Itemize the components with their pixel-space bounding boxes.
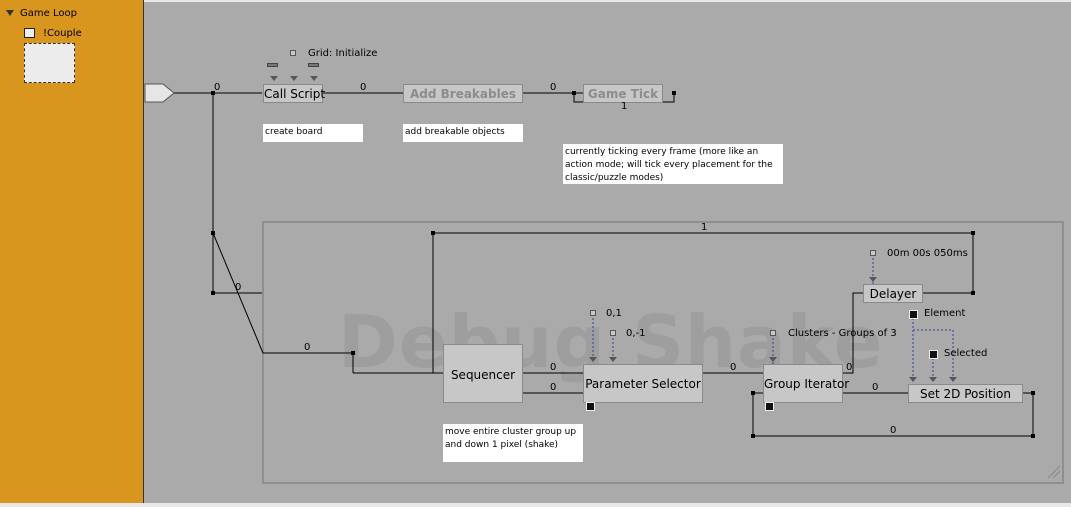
- comment-shake[interactable]: move entire cluster group up and down 1 …: [443, 424, 583, 462]
- block-label: Call Script: [264, 87, 326, 101]
- param-pin-delay[interactable]: [870, 250, 876, 256]
- link-label: 1: [701, 222, 708, 233]
- delayer-block[interactable]: Delayer: [863, 284, 923, 303]
- block-label: Game Tick: [587, 87, 659, 101]
- param-label-delay: 00m 00s 050ms: [887, 248, 968, 259]
- block-label: Add Breakables: [409, 87, 516, 101]
- set-2d-position-block[interactable]: Set 2D Position: [908, 384, 1023, 403]
- tree-item-couple[interactable]: !Couple: [24, 27, 82, 41]
- start-arrow-icon: [144, 83, 175, 103]
- param-pin-selected-icon[interactable]: [929, 350, 938, 359]
- top-border: [0, 0, 1071, 2]
- add-breakables-block[interactable]: Add Breakables: [403, 84, 523, 103]
- hierarchy-sidebar: Game Loop !Couple: [0, 0, 144, 504]
- param-arrow-icon: [290, 76, 298, 81]
- block-label: Set 2D Position: [920, 387, 1011, 401]
- param-pin-0-neg1[interactable]: [610, 330, 616, 336]
- param-label-clusters: Clusters - Groups of 3: [788, 328, 897, 339]
- input-param-pin[interactable]: [308, 63, 319, 67]
- tree-item-game-loop[interactable]: Game Loop: [6, 7, 77, 21]
- param-arrow-icon: [310, 76, 318, 81]
- wire-diag: [212, 232, 264, 354]
- tree-item-label: Game Loop: [20, 8, 77, 19]
- link-label: 0: [360, 82, 367, 93]
- resize-grip-icon: [1047, 465, 1061, 479]
- input-param-pin[interactable]: [267, 63, 278, 67]
- bottom-border: [0, 503, 1071, 507]
- comment-ticking[interactable]: currently ticking every frame (more like…: [563, 144, 783, 184]
- group-iterator-block[interactable]: Group Iterator: [763, 364, 850, 403]
- input-param-pin[interactable]: [290, 50, 296, 56]
- param-label-selected: Selected: [944, 348, 988, 359]
- link-label: 0: [235, 282, 242, 293]
- param-arrow-icon: [769, 357, 777, 362]
- parameter-selector-block[interactable]: Parameter Selector: [583, 364, 703, 403]
- output-param-icon[interactable]: [586, 402, 595, 411]
- link-label: 0: [846, 362, 853, 373]
- param-pin-element-icon[interactable]: [909, 310, 918, 319]
- block-label: Delayer: [869, 287, 917, 301]
- couple-icon: [24, 28, 35, 38]
- link-label: 0: [890, 425, 897, 436]
- param-arrow-icon: [589, 357, 597, 362]
- param-arrow-icon: [609, 357, 617, 362]
- param-arrow-icon: [869, 277, 877, 282]
- param-label-0-neg1: 0,-1: [626, 328, 646, 339]
- link-label: 0: [872, 382, 879, 393]
- couple-thumbnail[interactable]: [24, 43, 75, 83]
- param-arrow-icon: [270, 76, 278, 81]
- param-label-0-1: 0,1: [606, 308, 622, 319]
- param-pin-0-1[interactable]: [590, 310, 596, 316]
- comment-add-breakables[interactable]: add breakable objects: [403, 124, 523, 142]
- param-label-element: Element: [924, 308, 966, 319]
- link-label: 0: [550, 362, 557, 373]
- param-arrow-icon: [949, 377, 957, 382]
- comment-create-board[interactable]: create board: [263, 124, 363, 142]
- output-param-icon[interactable]: [765, 402, 774, 411]
- link-label: 0: [214, 82, 221, 93]
- wire-gi-delay: [843, 292, 863, 374]
- param-grid-label: Grid: Initialize: [308, 48, 378, 59]
- expand-arrow-icon[interactable]: [6, 10, 14, 16]
- param-arrow-icon: [929, 377, 937, 382]
- group-frame: [262, 221, 1064, 484]
- resize-grip-icon: [1052, 470, 1061, 479]
- game-tick-block[interactable]: Game Tick: [583, 84, 663, 103]
- call-script-block[interactable]: Call Script: [263, 84, 326, 103]
- link-label: 0: [304, 342, 311, 353]
- block-label: Group Iterator: [764, 377, 850, 391]
- sequencer-block[interactable]: Sequencer: [443, 344, 523, 403]
- wire-loop-top: [432, 232, 974, 374]
- tree-item-label: !Couple: [43, 28, 82, 39]
- link-label: 0: [730, 362, 737, 373]
- param-pin-clusters[interactable]: [770, 330, 776, 336]
- param-arrow-icon: [909, 377, 917, 382]
- block-label: Sequencer: [450, 368, 516, 382]
- link-label: 0: [550, 82, 557, 93]
- link-label: 1: [621, 101, 628, 112]
- block-label: Parameter Selector: [585, 377, 701, 391]
- link-label: 0: [550, 382, 557, 393]
